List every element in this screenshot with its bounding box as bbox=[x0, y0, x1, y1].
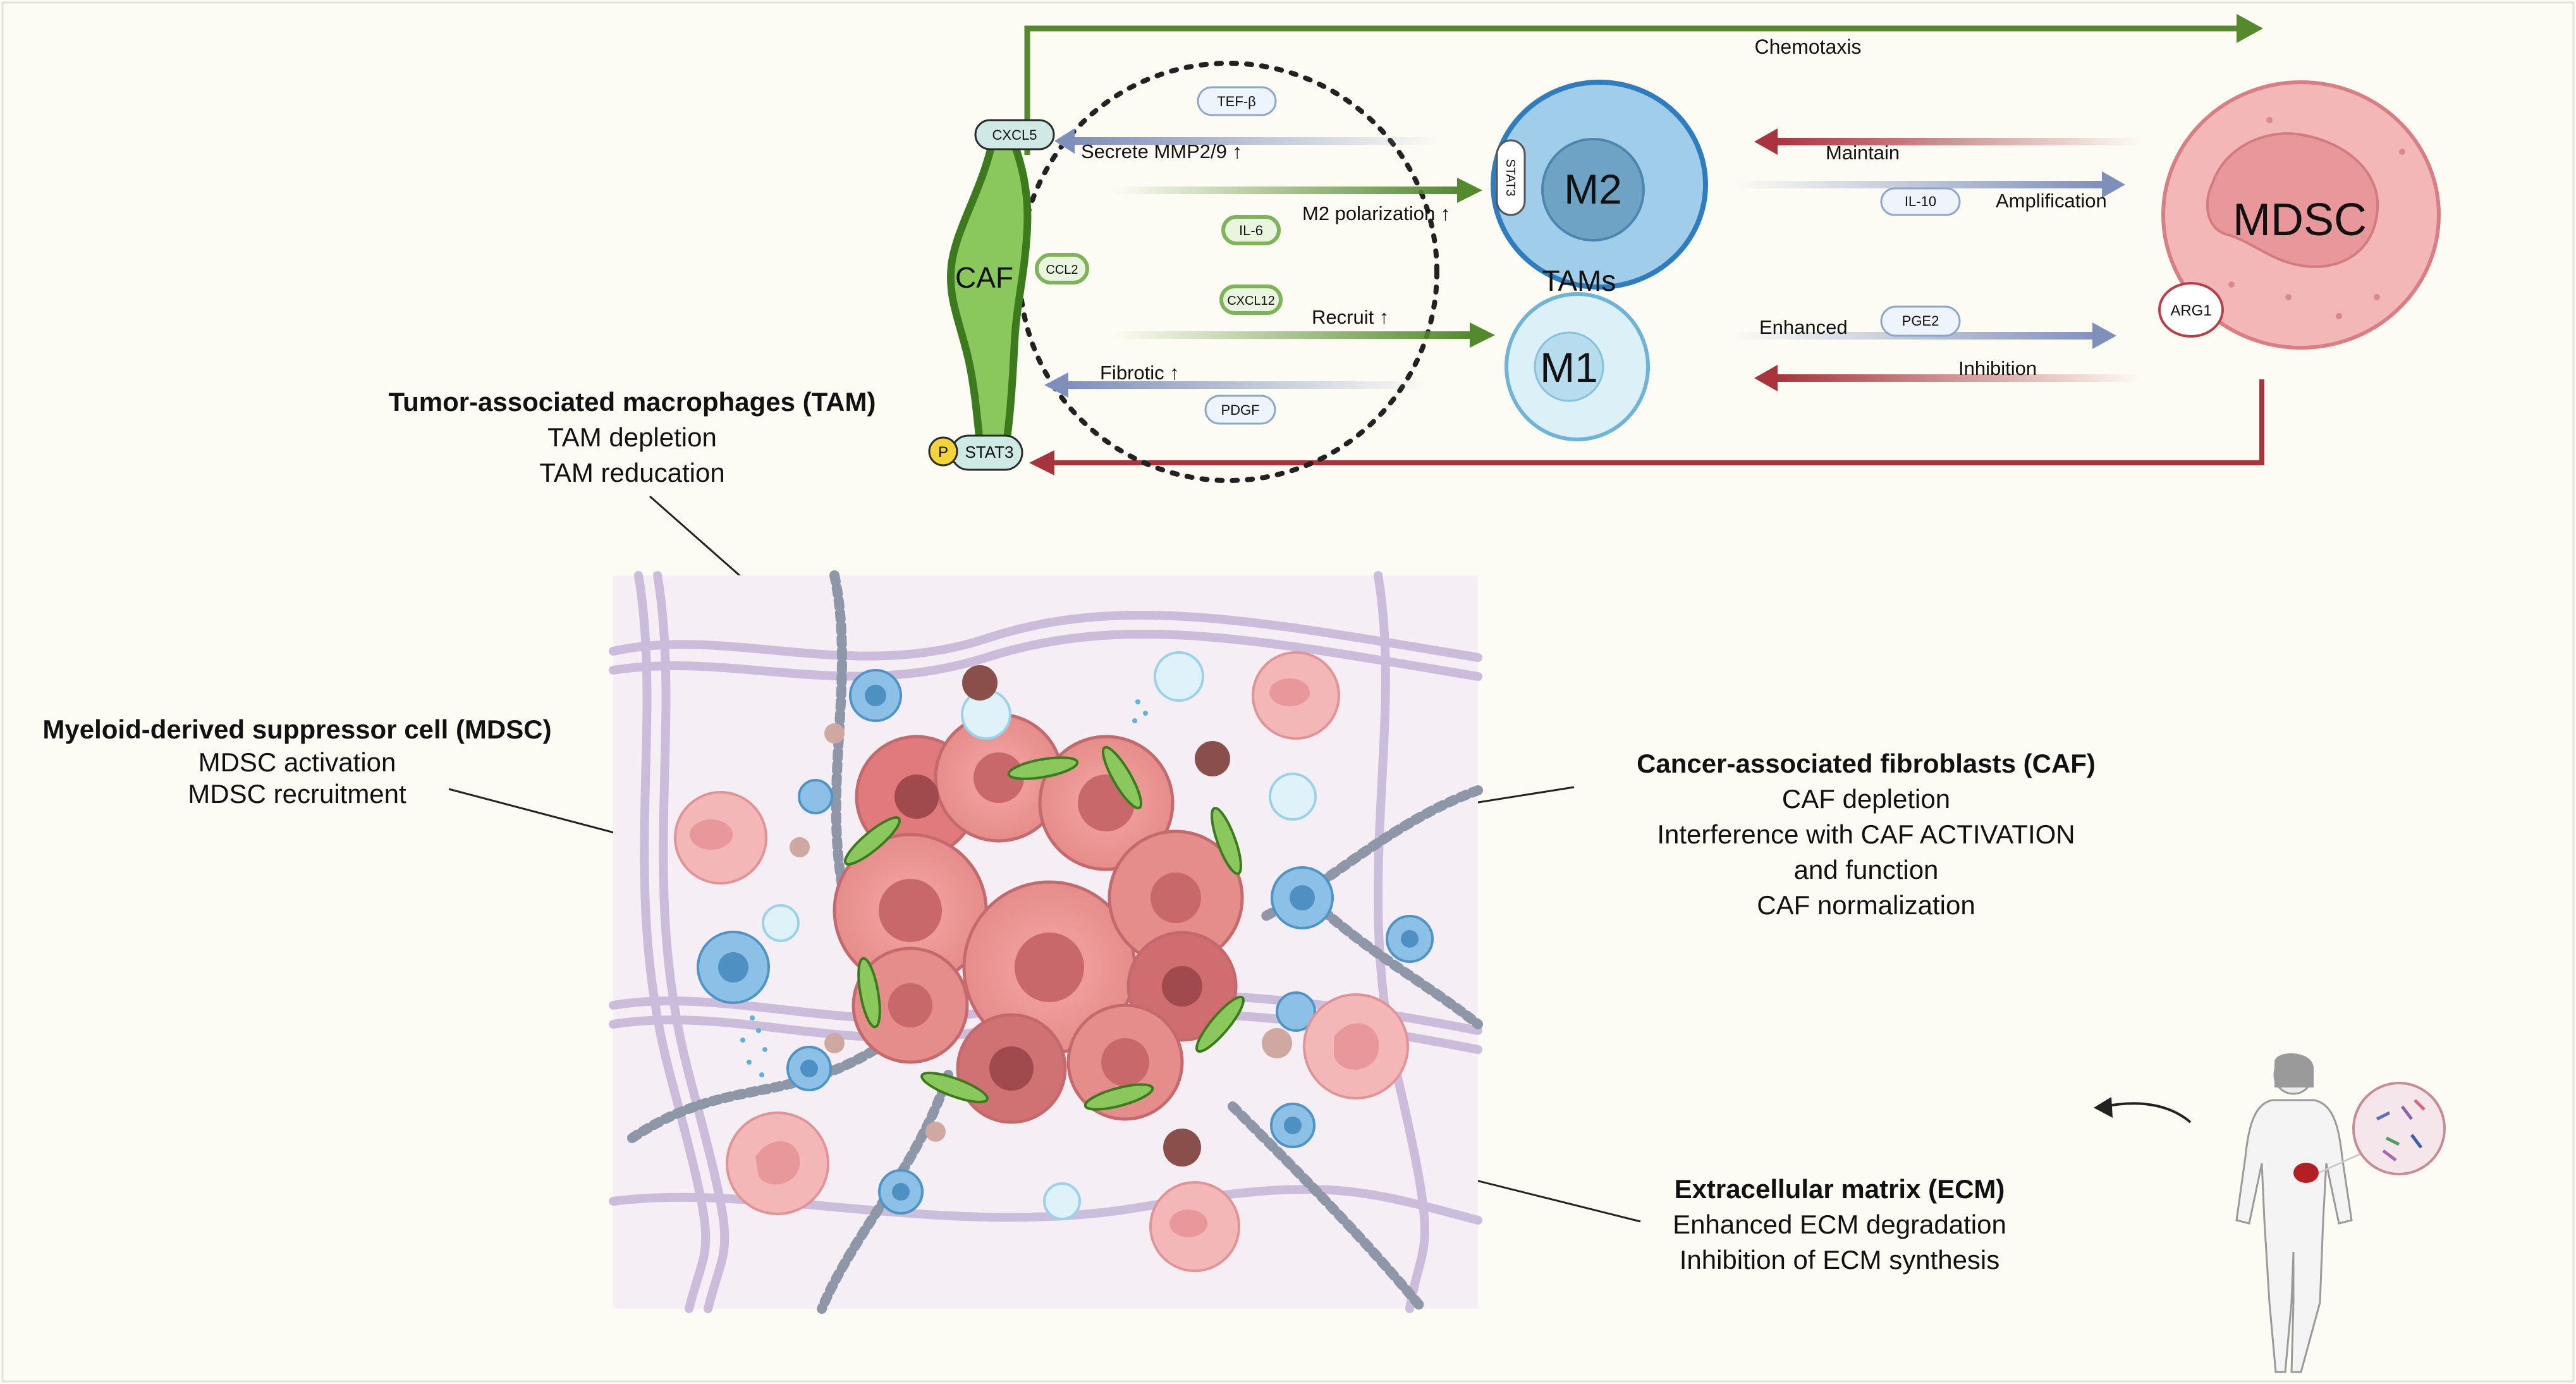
m1-label: M1 bbox=[1540, 344, 1598, 391]
svg-text:P: P bbox=[938, 444, 948, 461]
chemotaxis-arrow bbox=[1024, 14, 2263, 155]
tumor-microenvironment-illustration bbox=[609, 570, 1483, 1314]
recruit-arrow bbox=[1113, 322, 1495, 348]
tam-callout-line-1: TAM depletion bbox=[547, 422, 717, 452]
arg1-badge: ARG1 bbox=[2158, 282, 2224, 338]
svg-text:CXCL12: CXCL12 bbox=[1227, 294, 1275, 308]
svg-text:IL-6: IL-6 bbox=[1239, 223, 1263, 238]
cxcl12-pill: CXCL12 bbox=[1219, 285, 1283, 315]
pge2-pill: PGE2 bbox=[1880, 305, 1961, 337]
svg-text:ARG1: ARG1 bbox=[2170, 302, 2211, 319]
svg-text:CXCL5: CXCL5 bbox=[992, 127, 1037, 143]
tam-callout-title: Tumor-associated macrophages (TAM) bbox=[389, 387, 876, 417]
svg-text:CCL2: CCL2 bbox=[1046, 263, 1078, 277]
stat3-m2-pill: STAT3 bbox=[1496, 139, 1526, 216]
fibrotic-label: Fibrotic ↑ bbox=[1100, 362, 1180, 384]
mdsc-callout: Myeloid-derived suppressor cell (MDSC) M… bbox=[42, 714, 551, 809]
caf-callout: Cancer-associated fibroblasts (CAF) CAF … bbox=[1637, 749, 2096, 920]
m2-polarization-label: M2 polarization ↑ bbox=[1302, 202, 1450, 224]
ecm-callout-line-2: Inhibition of ECM synthesis bbox=[1680, 1245, 2000, 1275]
svg-text:STAT3: STAT3 bbox=[965, 443, 1013, 462]
ecm-callout: Extracellular matrix (ECM) Enhanced ECM … bbox=[1673, 1174, 2006, 1275]
caf-callout-line-2: Interference with CAF ACTIVATION bbox=[1657, 819, 2075, 849]
ecm-callout-title: Extracellular matrix (ECM) bbox=[1675, 1174, 2005, 1204]
tam-callout: Tumor-associated macrophages (TAM) TAM d… bbox=[389, 387, 876, 487]
mdsc-callout-title: Myeloid-derived suppressor cell (MDSC) bbox=[42, 714, 551, 744]
tam-callout-line-2: TAM reducation bbox=[539, 458, 724, 487]
svg-text:PGE2: PGE2 bbox=[1902, 313, 1939, 329]
maintain-arrow bbox=[1754, 128, 2143, 155]
mdsc-to-stat3-arrow bbox=[1029, 379, 2264, 475]
secrete-arrow bbox=[1054, 128, 1441, 154]
m1-cell bbox=[1505, 292, 1650, 441]
caf-callout-line-3: and function bbox=[1794, 855, 1939, 885]
amplification-arrow bbox=[1732, 171, 2125, 198]
caf-callout-line-4: CAF normalization bbox=[1757, 890, 1975, 920]
inhibition-label: Inhibition bbox=[1958, 357, 2037, 379]
mdsc-callout-line-1: MDSC activation bbox=[198, 747, 396, 777]
human-figure-icon bbox=[2094, 1053, 2446, 1373]
inhibition-arrow bbox=[1754, 365, 2143, 391]
enhanced-label: Enhanced bbox=[1759, 316, 1848, 338]
tef-pill: TEF-β bbox=[1197, 86, 1277, 116]
svg-text:TEF-β: TEF-β bbox=[1217, 94, 1256, 109]
il10-pill: IL-10 bbox=[1880, 187, 1961, 216]
fibrotic-arrow bbox=[1044, 372, 1429, 398]
caf-label: CAF bbox=[955, 261, 1013, 294]
recruit-label: Recruit ↑ bbox=[1312, 306, 1389, 328]
svg-text:STAT3: STAT3 bbox=[1503, 159, 1517, 196]
maintain-label: Maintain bbox=[1826, 142, 1900, 164]
svg-text:IL-10: IL-10 bbox=[1905, 193, 1936, 209]
m2-cell bbox=[1491, 80, 1708, 290]
m2-label: M2 bbox=[1564, 166, 1622, 212]
amplification-label: Amplification bbox=[1996, 190, 2107, 212]
caf-callout-title: Cancer-associated fibroblasts (CAF) bbox=[1637, 749, 2096, 778]
ecm-callout-line-1: Enhanced ECM degradation bbox=[1673, 1209, 2006, 1239]
caf-callout-line-1: CAF depletion bbox=[1782, 784, 1950, 814]
chemotaxis-label: Chemotaxis bbox=[1755, 35, 1862, 58]
phosphate-badge: P bbox=[928, 436, 958, 467]
stat3-caf-pill: STAT3 bbox=[950, 434, 1023, 471]
pdgf-pill: PDGF bbox=[1204, 395, 1276, 425]
secrete-label: Secrete MMP2/9 ↑ bbox=[1081, 140, 1242, 162]
svg-text:PDGF: PDGF bbox=[1221, 402, 1259, 418]
tams-label: TAMs bbox=[1542, 264, 1616, 297]
cxcl5-pill: CXCL5 bbox=[974, 119, 1055, 150]
mdsc-label: MDSC bbox=[2233, 195, 2367, 245]
il6-pill: IL-6 bbox=[1221, 215, 1281, 245]
m2-polarization-arrow bbox=[1113, 178, 1482, 203]
mdsc-callout-line-2: MDSC recruitment bbox=[188, 779, 406, 809]
ccl2-pill: CCL2 bbox=[1035, 253, 1089, 285]
mdsc-cell bbox=[2161, 80, 2441, 350]
